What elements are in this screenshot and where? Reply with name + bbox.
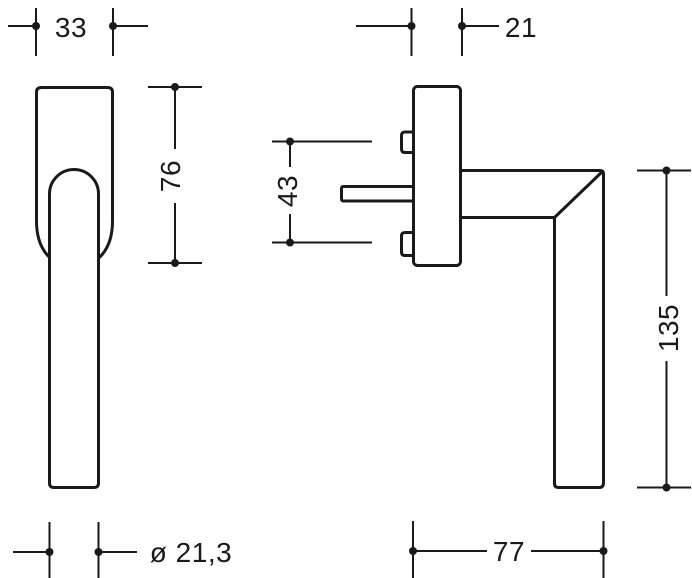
dim-21-lines — [356, 8, 499, 56]
side-fixing-lug-bottom — [400, 231, 416, 257]
dim-21-label: 21 — [505, 12, 537, 43]
dimension-lever-length: 135 — [637, 166, 691, 492]
dim-diameter-dot-right — [94, 548, 103, 556]
dim-135-dot-top — [662, 166, 671, 175]
front-view — [35, 86, 114, 489]
dim-76-dot-top — [171, 83, 179, 91]
dim-diameter-lines — [13, 522, 137, 578]
dimension-plate-depth: 21 — [356, 8, 537, 56]
side-spindle — [340, 185, 417, 203]
dim-33-dot-left — [32, 22, 40, 30]
dim-33-dot-right — [109, 22, 117, 30]
dim-43-dot-bottom — [286, 238, 294, 247]
dim-77-label: 77 — [493, 536, 525, 567]
dim-43-dot-top — [286, 137, 294, 146]
dim-33-label: 33 — [55, 12, 87, 43]
side-fixing-lug-top — [400, 130, 416, 154]
side-mounting-plate — [412, 85, 462, 267]
dimension-rosette-height: 76 — [148, 83, 202, 267]
dim-135-dot-bottom — [662, 483, 671, 492]
side-lever-miter-line — [553, 169, 605, 219]
dim-76-label: 76 — [155, 160, 186, 192]
dim-21-dot-right — [458, 22, 466, 30]
side-view — [340, 85, 605, 489]
dimension-front-width: 33 — [8, 8, 148, 56]
dim-77-dot-right — [599, 547, 608, 555]
dim-diameter-label: ø 21,3 — [150, 537, 232, 568]
dim-43-label: 43 — [272, 175, 303, 207]
dimension-screw-spacing: 43 — [272, 137, 372, 247]
dim-33-lines — [8, 8, 148, 56]
dim-21-dot-left — [407, 22, 416, 30]
front-grip-outline — [48, 168, 100, 489]
dimension-projection: 77 — [409, 521, 608, 578]
dim-76-dot-bottom — [171, 259, 179, 267]
dim-43-lines — [272, 140, 372, 244]
dimension-grip-diameter: ø 21,3 — [13, 522, 232, 578]
dim-diameter-dot-left — [45, 548, 54, 556]
side-lever-arm — [459, 169, 605, 489]
dim-77-dot-left — [409, 547, 417, 555]
dim-135-label: 135 — [653, 304, 684, 352]
